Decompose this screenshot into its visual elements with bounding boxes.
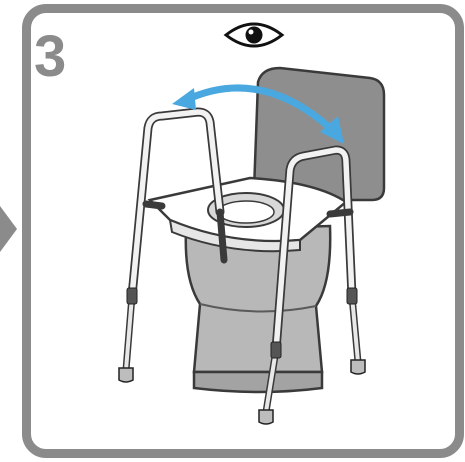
eye-icon (226, 24, 282, 46)
